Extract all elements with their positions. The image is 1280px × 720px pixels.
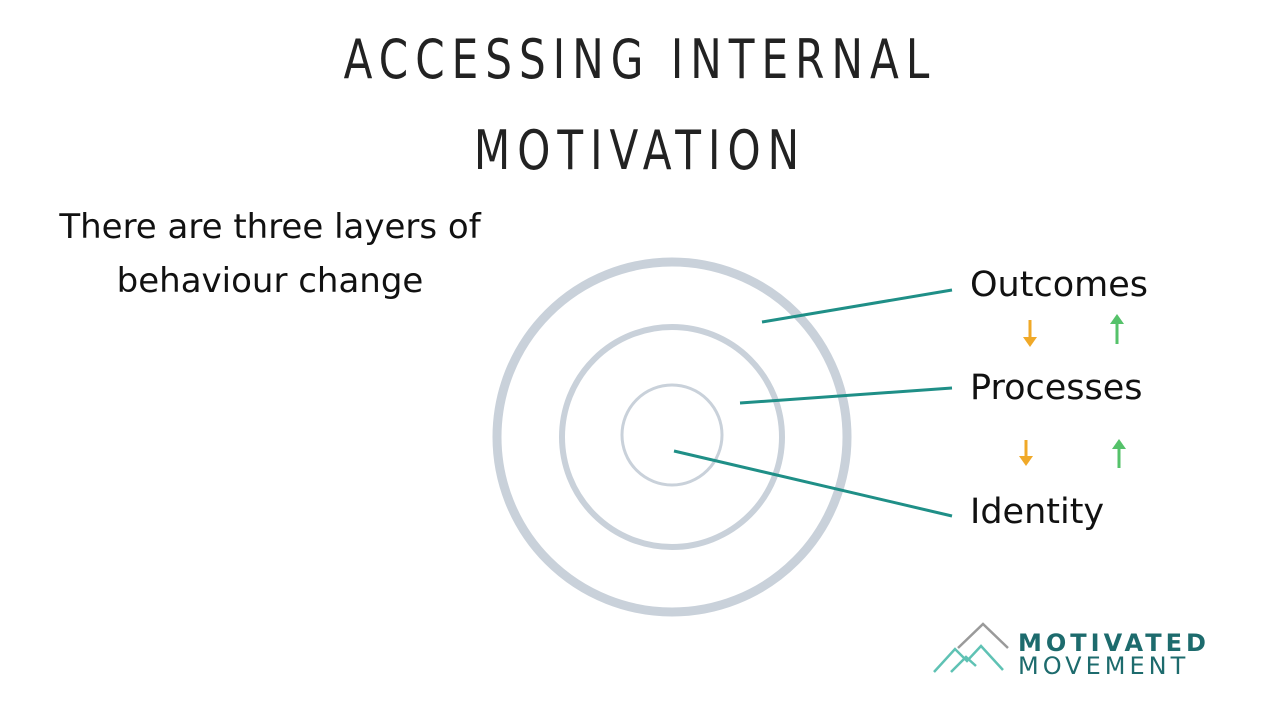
page-title-line-2: MOTIVATION <box>473 119 807 182</box>
connector-outcomes <box>761 288 953 324</box>
logo-text-movement: MOVEMENT <box>1018 652 1190 680</box>
page-title-line-1: ACCESSING INTERNAL <box>343 28 937 91</box>
middle-ring-processes <box>559 324 785 550</box>
mountain-logo-icon <box>933 622 1009 673</box>
inner-ring-identity <box>620 383 724 487</box>
arrow-up-icon <box>1110 314 1124 344</box>
connector-processes <box>739 386 953 405</box>
layer-label-processes: Processes <box>970 368 1143 408</box>
connector-identity <box>673 449 953 518</box>
arrow-up-icon <box>1112 439 1126 468</box>
layer-label-identity: Identity <box>970 492 1105 532</box>
arrow-down-icon <box>1019 440 1033 466</box>
layer-label-outcomes: Outcomes <box>970 265 1148 305</box>
logo-text-motivated: MOTIVATED <box>1018 629 1210 657</box>
intro-line-2: behaviour change <box>116 261 424 301</box>
intro-line-1: There are three layers of <box>59 207 481 247</box>
outer-ring-outcomes <box>492 257 852 617</box>
intro-text: There are three layers of behaviour chan… <box>30 200 510 308</box>
arrow-down-icon <box>1023 320 1037 347</box>
